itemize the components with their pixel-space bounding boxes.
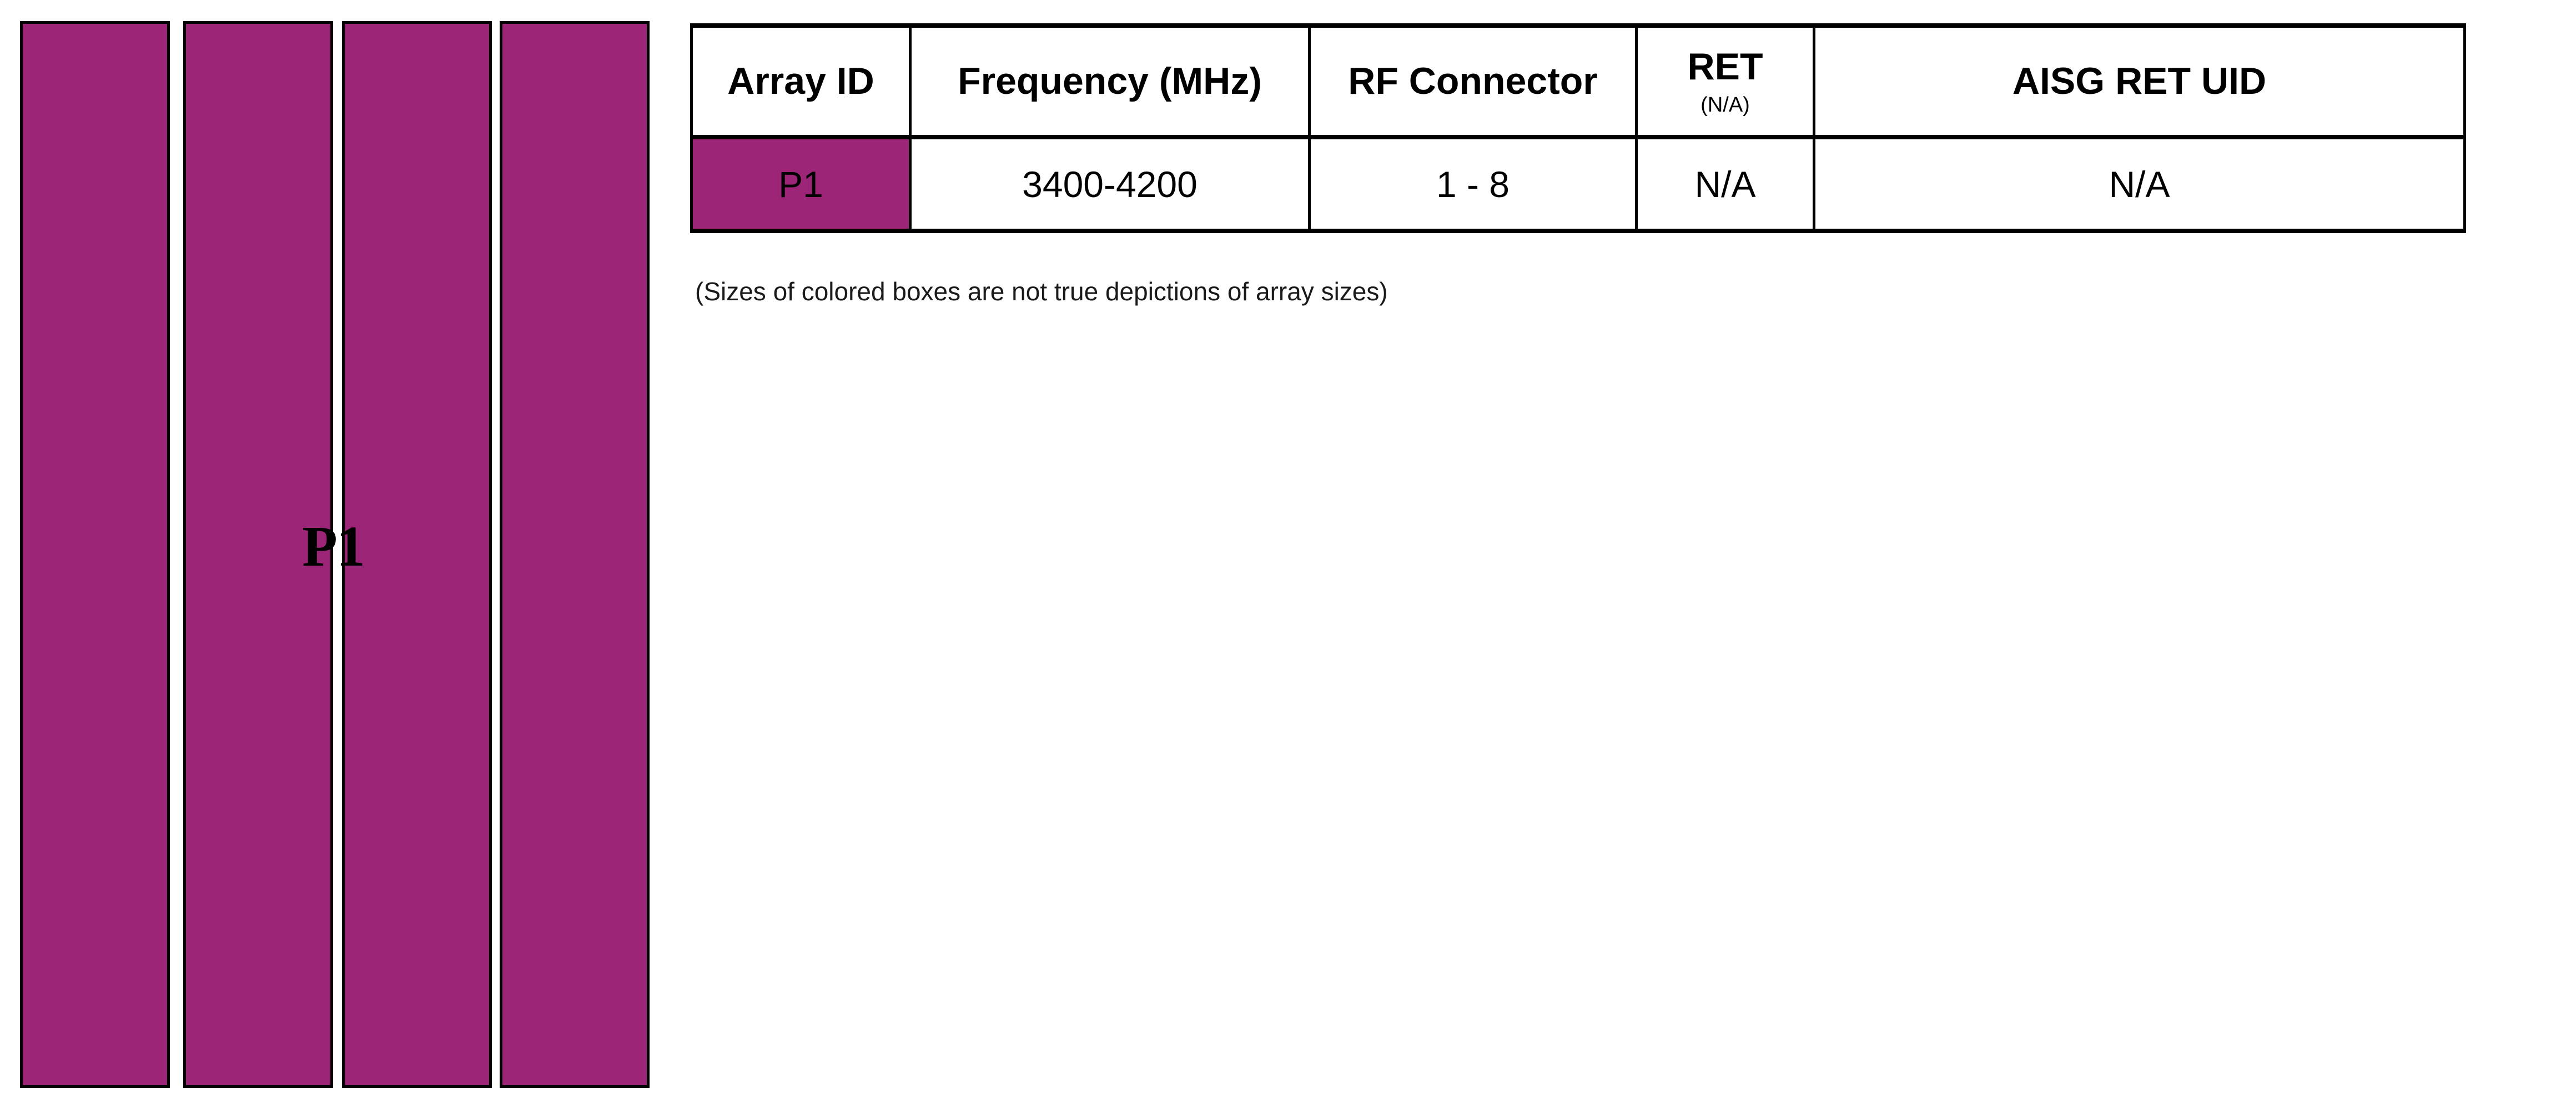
array-diagram: P1 [0,0,688,1119]
array-box-4 [500,21,650,1088]
table-header-row: Array ID Frequency (MHz) RF Connector RE… [690,23,2466,139]
cell-ret: N/A [1635,137,1815,233]
array-box-2 [183,21,333,1088]
column-header-rf-connector: RF Connector [1308,23,1638,139]
column-header-ret-sublabel: (N/A) [1700,93,1750,117]
column-header-ret-label: RET [1687,45,1763,88]
table-row: P1 3400-4200 1 - 8 N/A N/A [690,137,2466,233]
array-box-3 [342,21,492,1088]
column-header-aisg-ret-uid: AISG RET UID [1813,23,2466,139]
array-box-1 [20,21,170,1088]
table-caption: (Sizes of colored boxes are not true dep… [695,277,1388,306]
column-header-frequency: Frequency (MHz) [909,23,1311,139]
cell-frequency: 3400-4200 [909,137,1311,233]
cell-rf-connector: 1 - 8 [1308,137,1638,233]
column-header-array-id: Array ID [690,23,912,139]
column-header-ret: RET (N/A) [1635,23,1815,139]
cell-array-id: P1 [690,137,912,233]
cell-aisg-ret-uid: N/A [1813,137,2466,233]
array-spec-table: Array ID Frequency (MHz) RF Connector RE… [690,23,2466,233]
table-body: P1 3400-4200 1 - 8 N/A N/A [690,137,2466,233]
table-header: Array ID Frequency (MHz) RF Connector RE… [690,23,2466,139]
array-spec-table-container: Array ID Frequency (MHz) RF Connector RE… [690,23,2466,233]
